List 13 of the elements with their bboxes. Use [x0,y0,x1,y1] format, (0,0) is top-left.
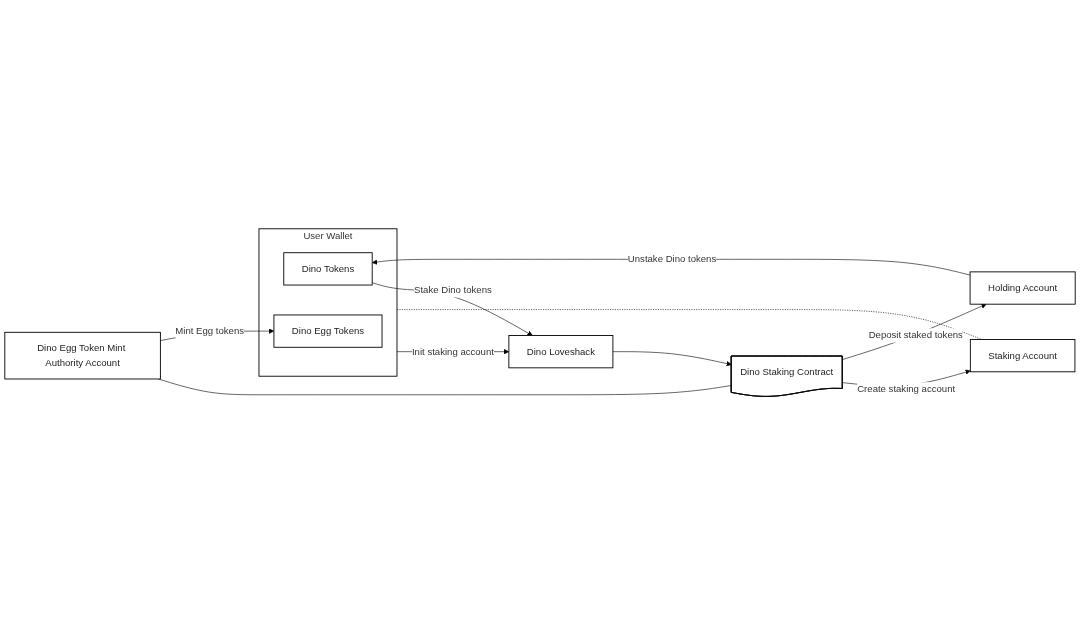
edge-label: Init staking account [411,346,494,357]
edge-label: Deposit staked tokens [868,329,963,341]
edge-label: Mint Egg tokens [175,325,244,336]
edge-label: Stake Dino tokens [414,284,492,296]
node-box: Dino Egg Token Mint Authority Account [4,331,161,380]
node-box: Dino Egg Tokens [273,314,383,348]
edge-label: Unstake Dino tokens [627,253,717,264]
node-box: Dino Loveshack [508,334,614,369]
node-box: Dino Tokens [283,252,373,286]
connector [158,378,732,395]
node-box: Staking Account [969,338,1076,373]
node-box: Holding Account [969,271,1076,305]
edge-label: Create staking account [857,383,956,394]
